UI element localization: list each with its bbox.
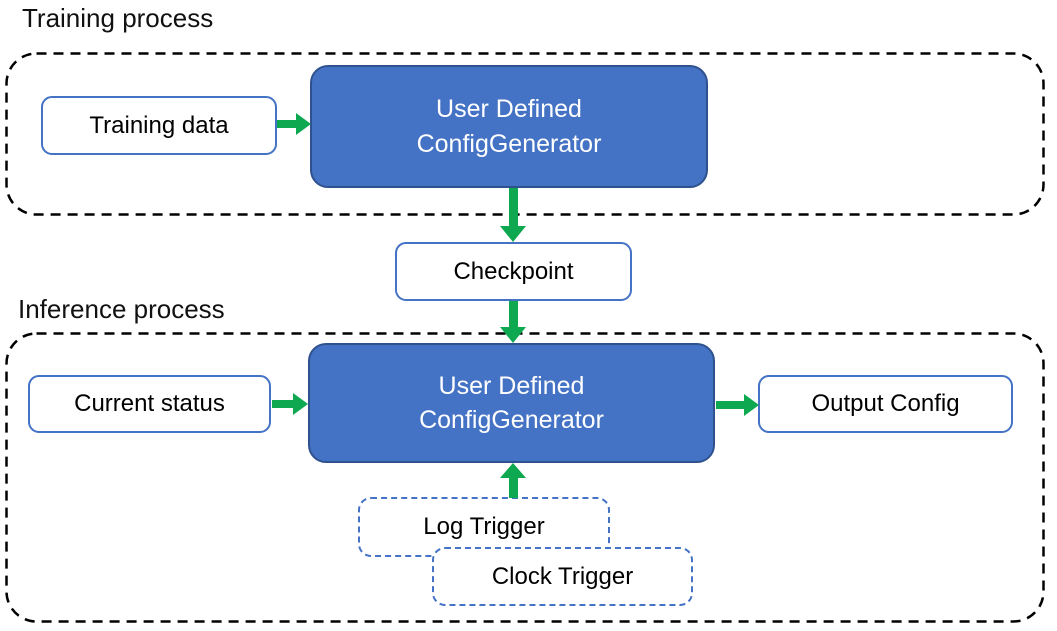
inference-config-generator-box: User Defined ConfigGenerator <box>308 343 715 463</box>
checkpoint-box: Checkpoint <box>395 242 632 301</box>
arrow-shaft <box>716 401 745 409</box>
output-config-box: Output Config <box>758 375 1013 433</box>
log-trigger-label: Log Trigger <box>423 513 545 540</box>
training-data-label: Training data <box>89 111 229 139</box>
training-generator-line1: User Defined <box>436 95 582 123</box>
arrow-generator-to-output-config-icon <box>716 394 759 416</box>
training-process-label: Training process <box>22 3 214 33</box>
arrow-head <box>500 327 526 343</box>
output-config-label: Output Config <box>811 390 960 417</box>
arrow-current-status-to-generator-icon <box>272 393 308 415</box>
arrow-head <box>296 113 311 135</box>
current-status-box: Current status <box>28 375 271 433</box>
training-generator-line2: ConfigGenerator <box>416 129 602 158</box>
arrow-head <box>293 393 308 415</box>
inference-process-label: Inference process <box>18 294 225 324</box>
arrow-shaft <box>508 188 518 227</box>
inference-group-border <box>5 332 1045 623</box>
arrow-head <box>500 226 526 242</box>
arrow-generator-to-checkpoint-icon <box>500 188 526 242</box>
arrow-head <box>744 394 759 416</box>
arrow-head <box>500 463 526 478</box>
training-group-border <box>5 52 1045 216</box>
arrow-shaft <box>272 400 294 408</box>
clock-trigger-label: Clock Trigger <box>491 562 634 590</box>
arrow-checkpoint-to-generator-icon <box>500 301 526 343</box>
inference-generator-line2: ConfigGenerator <box>419 406 604 434</box>
arrow-training-data-to-generator-icon <box>277 113 311 135</box>
inference-generator-line1: User Defined <box>438 371 585 400</box>
current-status-label: Current status <box>74 390 225 417</box>
checkpoint-label: Checkpoint <box>453 257 574 285</box>
training-config-generator-box: User Defined ConfigGenerator <box>310 65 708 188</box>
arrow-shaft <box>277 120 297 128</box>
clock-trigger-box: Clock Trigger <box>432 547 693 606</box>
arrow-shaft <box>508 477 518 498</box>
arrow-shaft <box>508 301 518 328</box>
arrow-triggers-to-generator-icon <box>500 463 526 498</box>
training-data-box: Training data <box>41 96 277 155</box>
